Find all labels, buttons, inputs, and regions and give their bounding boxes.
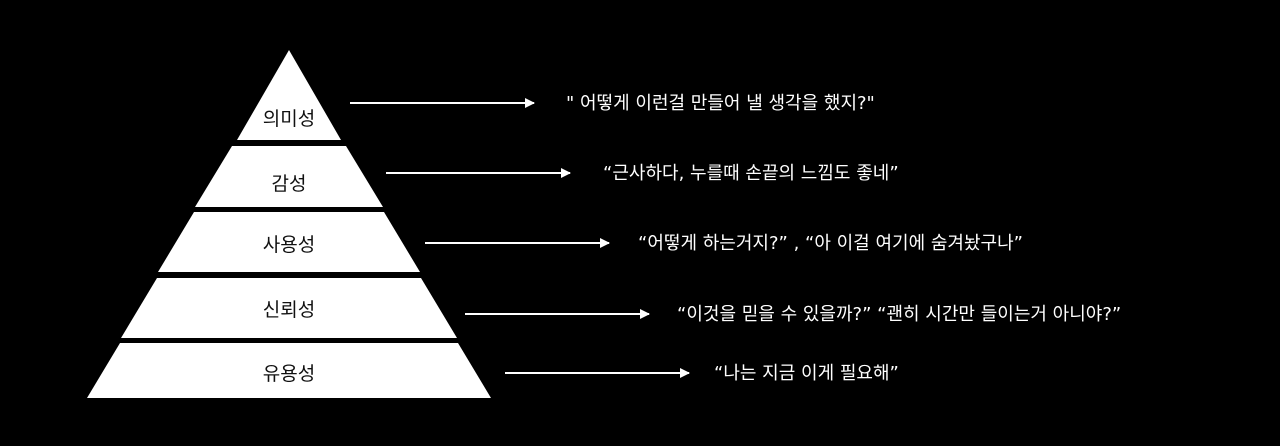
tier-connector-4: “나는 지금 이게 필요해”	[505, 363, 899, 384]
tier-quote: “근사하다, 누를때 손끝의 느낌도 좋네”	[603, 163, 899, 184]
pyramid-tier-shape	[87, 343, 491, 398]
pyramid-tier-shape	[195, 146, 383, 207]
tier-label: 감성	[272, 173, 307, 195]
pyramid-tier-4: 유용성	[87, 343, 491, 398]
tier-connector-3: “이것을 믿을 수 있을까?” “괜히 시간만 들이는거 아니야?”	[465, 304, 1121, 325]
pyramid-tier-shape	[158, 212, 420, 272]
tier-connector-1: “근사하다, 누를때 손끝의 느낌도 좋네”	[386, 163, 899, 184]
pyramid-tier-0: 의미성	[237, 50, 341, 140]
tier-connector-2: “어떻게 하는거지?” , “아 이걸 여기에 숨겨놨구나”	[425, 233, 1023, 254]
tier-connector-0: " 어떻게 이런걸 만들어 낼 생각을 했지?"	[350, 93, 875, 114]
tier-label: 신뢰성	[263, 299, 315, 321]
tier-quote: “어떻게 하는거지?” , “아 이걸 여기에 숨겨놨구나”	[638, 233, 1023, 254]
tier-label: 유용성	[263, 363, 315, 385]
tier-quote: " 어떻게 이런걸 만들어 낼 생각을 했지?"	[566, 93, 875, 114]
pyramid-tier-2: 사용성	[158, 212, 420, 272]
tier-quote: “이것을 믿을 수 있을까?” “괜히 시간만 들이는거 아니야?”	[677, 304, 1121, 325]
pyramid-tier-1: 감성	[195, 146, 383, 207]
pyramid-tier-shape	[237, 50, 341, 140]
pyramid-tier-shape	[121, 278, 457, 338]
tier-label: 사용성	[263, 234, 315, 256]
tier-label: 의미성	[263, 108, 315, 130]
tier-quote: “나는 지금 이게 필요해”	[714, 363, 899, 384]
pyramid-tier-3: 신뢰성	[121, 278, 457, 338]
